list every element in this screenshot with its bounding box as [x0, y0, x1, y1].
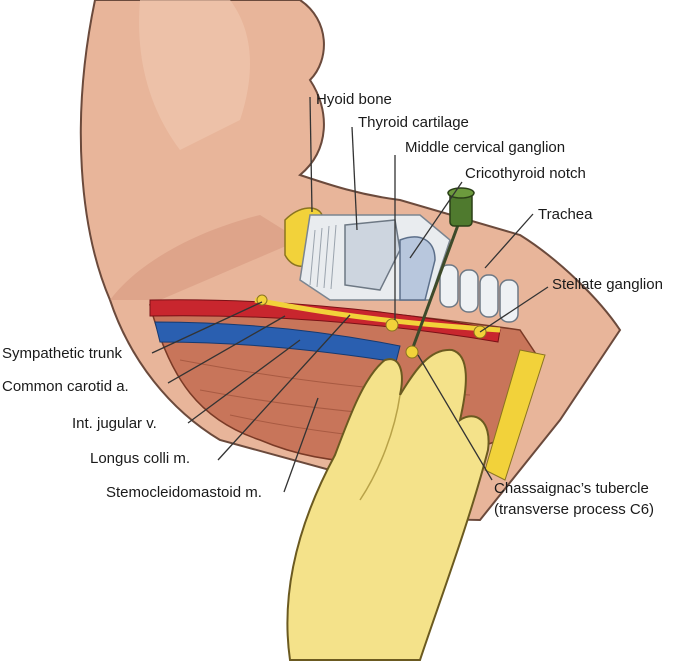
label-hyoid-bone: Hyoid bone — [316, 91, 392, 108]
label-chassaignac-line2: (transverse process C6) — [494, 501, 655, 518]
jaw-shadow — [110, 215, 300, 300]
finger-crease — [359, 394, 401, 501]
label-cricothyroid-notch: Cricothyroid notch — [465, 165, 586, 182]
label-sympathetic-trunk: Sympathetic trunk — [2, 345, 123, 362]
label-common-carotid: Common carotid a. — [2, 378, 129, 395]
face-shadow — [139, 0, 250, 150]
label-trachea: Trachea — [538, 206, 593, 223]
thyroid-cartilage-shape — [344, 219, 401, 291]
label-stellate-ganglion: Stellate ganglion — [552, 276, 663, 293]
leader-lines — [151, 96, 549, 493]
sympathetic-nerve-shape — [254, 297, 501, 333]
gloved-hand-shape — [286, 348, 490, 661]
label-chassaignac-line1: Chassaignac’s tubercle — [494, 480, 649, 497]
side-strip — [484, 349, 546, 481]
middle-ganglion-dot — [385, 318, 399, 332]
larynx-stripes — [309, 224, 337, 290]
trachea-rings — [439, 264, 519, 323]
label-thyroid-cartilage: Thyroid cartilage — [358, 114, 469, 131]
tubercle-dot — [405, 345, 419, 359]
label-middle-cervical-ganglion: Middle cervical ganglion — [405, 139, 566, 156]
label-longus-colli: Longus colli m. — [90, 450, 191, 467]
needle-icon — [410, 187, 475, 351]
cricoid-shape — [399, 236, 436, 301]
label-sternocleidomastoid: Stemocleidomastoid m. — [106, 484, 262, 501]
label-int-jugular: Int. jugular v. — [72, 415, 157, 432]
